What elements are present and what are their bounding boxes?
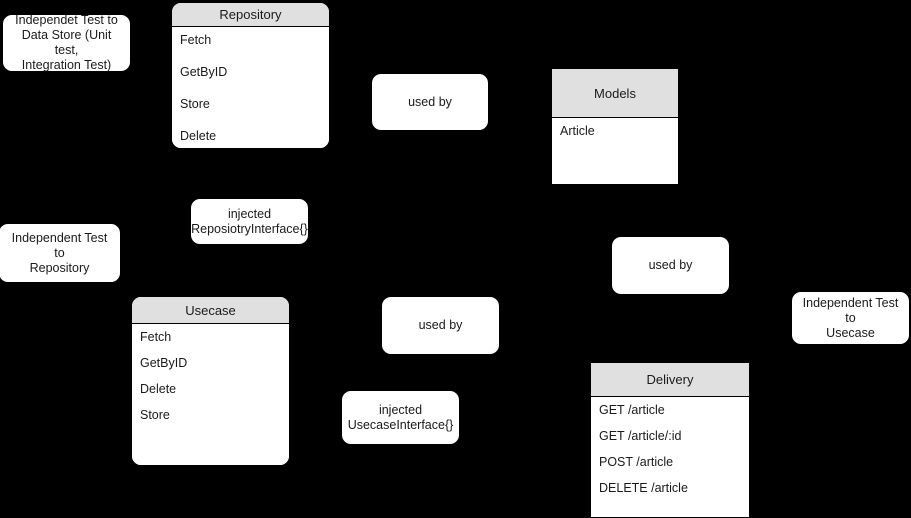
class-title-repository: Repository <box>172 3 329 27</box>
class-member: Fetch <box>140 330 172 344</box>
class-member: DELETE /article <box>599 481 688 495</box>
class-member: GET /article <box>599 403 665 417</box>
class-box-usecase[interactable]: Usecase Fetch GetByID Delete Store <box>131 296 290 466</box>
class-member: Article <box>560 124 595 138</box>
note-used-by-delivery-models[interactable]: used by <box>611 236 730 295</box>
note-independent-test-to-usecase[interactable]: Independent Test to Usecase <box>791 291 910 345</box>
class-member: Store <box>140 408 170 422</box>
note-independent-test-to-data-store[interactable]: Independet Test to Data Store (Unit test… <box>2 13 131 72</box>
class-box-repository[interactable]: Repository Fetch GetByID Store Delete <box>171 2 330 149</box>
note-injected-usecase-interface[interactable]: injected UsecaseInterface{} <box>341 390 460 445</box>
class-box-delivery[interactable]: Delivery GET /article GET /article/:id P… <box>590 362 750 518</box>
note-injected-repository-interface[interactable]: injected ReposiotryInterface{} <box>190 198 309 245</box>
class-title-models: Models <box>552 69 678 118</box>
class-member: GetByID <box>180 65 228 79</box>
class-members-delivery: GET /article GET /article/:id POST /arti… <box>591 397 749 517</box>
class-member: Store <box>180 97 210 111</box>
note-used-by-repository-models[interactable]: used by <box>371 73 489 131</box>
class-members-usecase: Fetch GetByID Delete Store <box>132 324 289 465</box>
class-member: POST /article <box>599 455 674 469</box>
note-independent-test-to-repository[interactable]: Independent Test to Repository <box>0 223 121 283</box>
class-member: GET /article/:id <box>599 429 682 443</box>
class-members-models: Article <box>552 118 678 184</box>
class-member: Delete <box>140 382 177 396</box>
class-member: GetByID <box>140 356 188 370</box>
class-member: Fetch <box>180 33 212 47</box>
class-title-usecase: Usecase <box>132 297 289 324</box>
class-member: Delete <box>180 129 217 143</box>
class-box-models[interactable]: Models Article <box>551 68 679 185</box>
note-used-by-usecase-models[interactable]: used by <box>381 296 500 355</box>
class-title-delivery: Delivery <box>591 363 749 397</box>
class-members-repository: Fetch GetByID Store Delete <box>172 27 329 148</box>
